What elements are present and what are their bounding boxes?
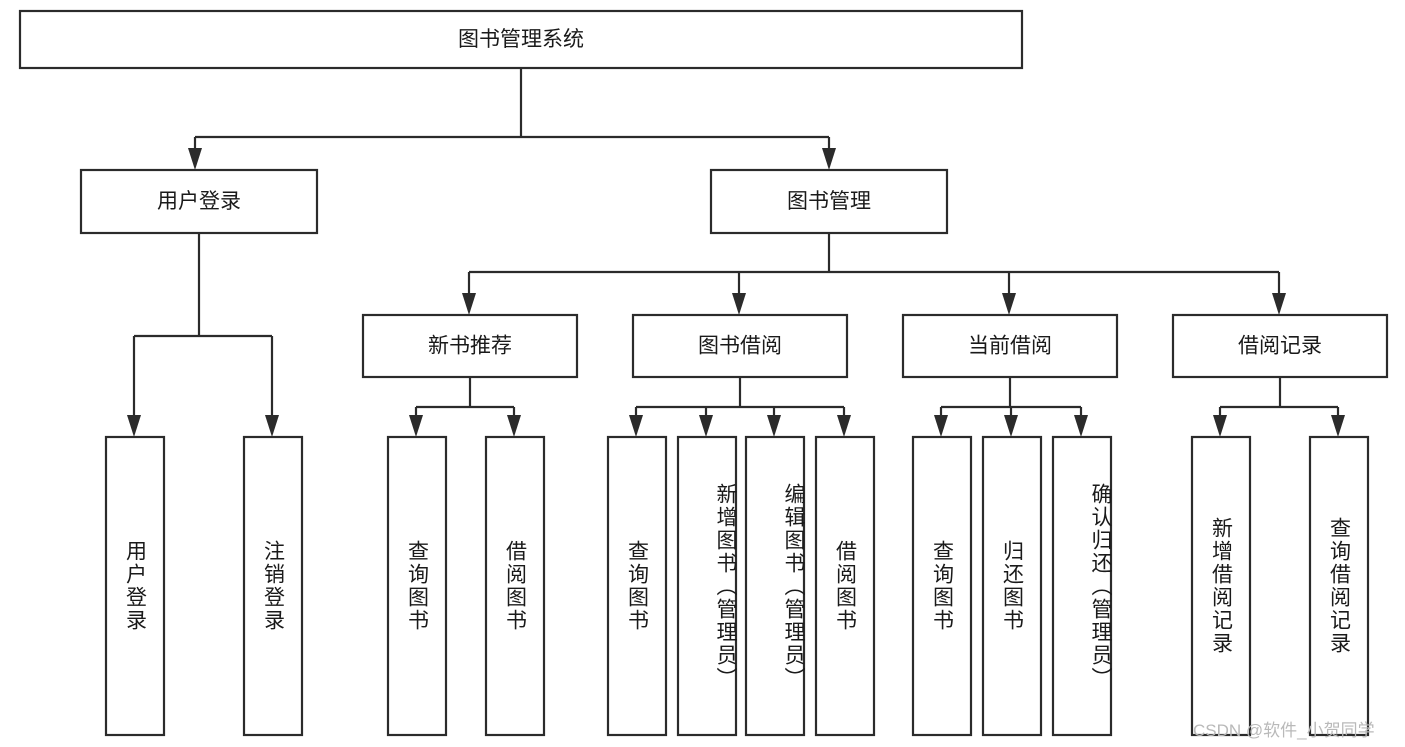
connector-borrow-record — [1213, 377, 1345, 437]
node-box-leaf-query-book-3 — [911, 435, 973, 737]
node-label-user-login: 用户登录 — [157, 190, 241, 213]
node-leaf-logout[interactable] — [242, 435, 304, 737]
node-box-current-borrow — [901, 313, 1119, 379]
node-label-new-book-recommend: 新书推荐 — [428, 335, 512, 358]
node-box-leaf-borrow-book-2 — [814, 435, 876, 737]
connector-new-book-recommend — [409, 377, 521, 437]
node-box-leaf-query-book-1 — [386, 435, 448, 737]
node-leaf-add-record[interactable] — [1190, 435, 1252, 737]
connector-book-borrow — [629, 377, 851, 437]
node-leaf-user-login[interactable] — [104, 435, 166, 737]
node-box-leaf-add-record — [1190, 435, 1252, 737]
node-current-borrow[interactable]: 当前借阅 — [901, 313, 1119, 379]
connector-book-manage — [462, 233, 1286, 315]
node-box-leaf-query-record — [1308, 435, 1370, 737]
node-leaf-query-book-3[interactable] — [911, 435, 973, 737]
node-book-borrow[interactable]: 图书借阅 — [631, 313, 849, 379]
node-leaf-edit-book[interactable] — [744, 435, 806, 737]
node-box-user-login — [79, 168, 319, 235]
node-box-leaf-add-book — [676, 435, 738, 737]
node-label-borrow-record: 借阅记录 — [1238, 335, 1322, 358]
node-leaf-query-book-2[interactable] — [606, 435, 668, 737]
node-label-current-borrow: 当前借阅 — [968, 335, 1052, 358]
node-box-borrow-record — [1171, 313, 1389, 379]
node-label-book-manage: 图书管理 — [787, 190, 871, 213]
node-box-book-borrow — [631, 313, 849, 379]
node-box-leaf-logout — [242, 435, 304, 737]
node-borrow-record[interactable]: 借阅记录 — [1171, 313, 1389, 379]
node-box-book-manage — [709, 168, 949, 235]
node-box-root — [18, 9, 1024, 70]
node-root[interactable]: 图书管理系统 — [18, 9, 1024, 70]
node-label-book-borrow: 图书借阅 — [698, 335, 782, 358]
node-leaf-borrow-book-2[interactable] — [814, 435, 876, 737]
node-leaf-query-record[interactable] — [1308, 435, 1370, 737]
node-box-leaf-return-book — [981, 435, 1043, 737]
node-box-leaf-user-login — [104, 435, 166, 737]
node-box-leaf-confirm-return — [1051, 435, 1113, 737]
node-box-leaf-borrow-book-1 — [484, 435, 546, 737]
node-new-book-recommend[interactable]: 新书推荐 — [361, 313, 579, 379]
node-box-new-book-recommend — [361, 313, 579, 379]
node-leaf-borrow-book-1[interactable] — [484, 435, 546, 737]
node-leaf-confirm-return[interactable] — [1051, 435, 1113, 737]
node-leaf-add-book[interactable] — [676, 435, 738, 737]
node-label-root: 图书管理系统 — [458, 28, 584, 51]
node-leaf-return-book[interactable] — [981, 435, 1043, 737]
node-user-login[interactable]: 用户登录 — [79, 168, 319, 235]
node-leaf-query-book-1[interactable] — [386, 435, 448, 737]
connector-user-login — [127, 233, 279, 437]
node-box-leaf-query-book-2 — [606, 435, 668, 737]
connector-current-borrow — [934, 377, 1088, 437]
node-book-manage[interactable]: 图书管理 — [709, 168, 949, 235]
node-box-leaf-edit-book — [744, 435, 806, 737]
connector-root — [188, 68, 836, 170]
